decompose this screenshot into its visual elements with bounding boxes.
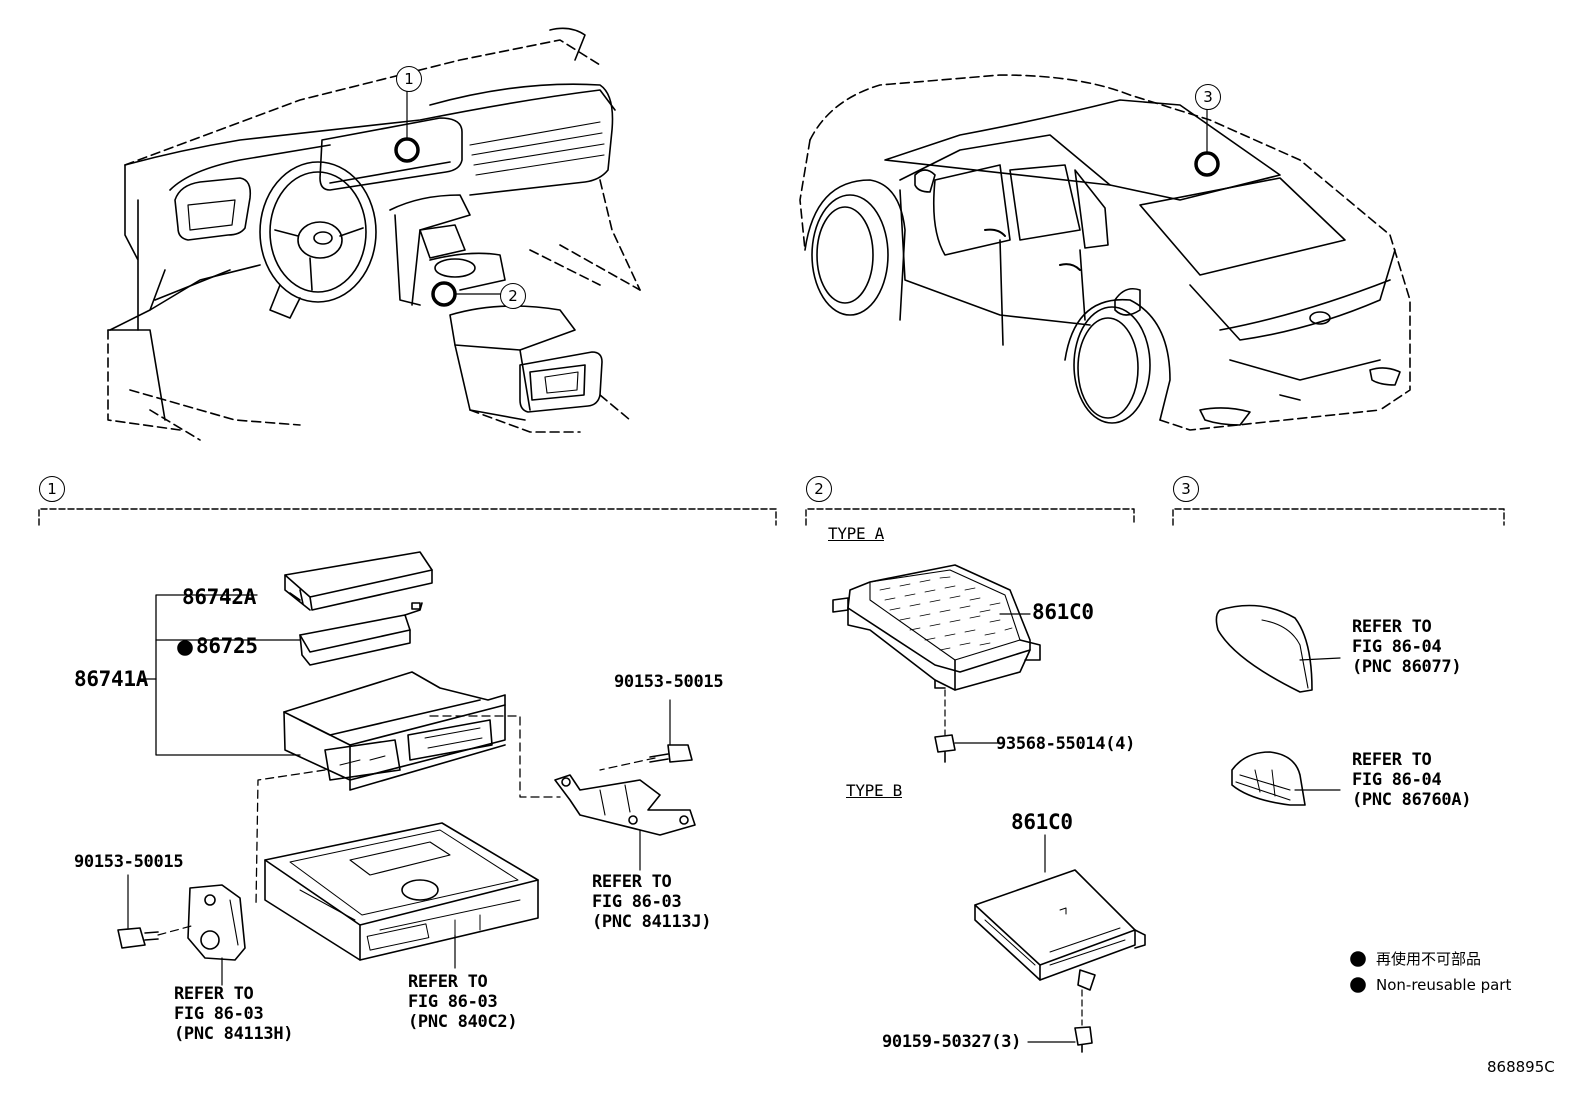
part-86741a-label: 86741A <box>74 667 149 691</box>
legend-en: Non-reusable part <box>1376 976 1512 994</box>
refer-84113j-line1: REFER TO <box>592 872 672 892</box>
type-b-label: TYPE B <box>846 781 902 800</box>
section-brackets <box>38 508 1505 526</box>
part-86725-label: 86725 <box>196 634 258 658</box>
refer-84113j-line3: (PNC 84113J) <box>592 912 712 932</box>
section2-artwork <box>832 564 1146 1053</box>
dashboard-illustration <box>107 27 641 441</box>
part-861c0-a-label: 861C0 <box>1032 600 1094 624</box>
callout-1-top: 1 <box>396 66 422 92</box>
refer-840c2-line3: (PNC 840C2) <box>408 1012 518 1032</box>
car-illustration <box>799 74 1411 431</box>
refer-840c2-line2: FIG 86-03 <box>408 992 498 1012</box>
part-86742a-label: 86742A <box>182 585 257 609</box>
callout-3-top: 3 <box>1195 84 1221 110</box>
refer-86077-line1: REFER TO <box>1352 617 1432 637</box>
figure-code: 868895C <box>1487 1058 1555 1076</box>
refer-84113j-line2: FIG 86-03 <box>592 892 682 912</box>
refer-84113h-line1: REFER TO <box>174 984 254 1004</box>
refer-86760a-line2: FIG 86-04 <box>1352 770 1442 790</box>
callout-2-top: 2 <box>500 283 526 309</box>
legend-dot-en <box>1350 977 1366 993</box>
section-2-callout: 2 <box>806 476 832 502</box>
type-a-label: TYPE A <box>828 524 884 543</box>
section1-artwork <box>117 551 696 986</box>
section-3-callout: 3 <box>1173 476 1199 502</box>
refer-840c2-line1: REFER TO <box>408 972 488 992</box>
part-861c0-b-label: 861C0 <box>1011 810 1073 834</box>
bolt-90153-right-label: 90153-50015 <box>614 672 724 692</box>
bolt-93568-label: 93568-55014(4) <box>996 734 1136 754</box>
bolt-90159-label: 90159-50327(3) <box>882 1032 1022 1052</box>
legend-jp: 再使用不可部品 <box>1376 950 1482 968</box>
refer-86077-line2: FIG 86-04 <box>1352 637 1442 657</box>
bolt-90153-left-label: 90153-50015 <box>74 852 184 872</box>
legend-dot-jp <box>1350 951 1366 967</box>
refer-86077-line3: (PNC 86077) <box>1352 657 1462 677</box>
section-1-callout: 1 <box>39 476 65 502</box>
refer-86760a-line3: (PNC 86760A) <box>1352 790 1472 810</box>
refer-84113h-line2: FIG 86-03 <box>174 1004 264 1024</box>
section3-artwork <box>1215 604 1341 806</box>
refer-84113h-line3: (PNC 84113H) <box>174 1024 294 1044</box>
refer-86760a-line1: REFER TO <box>1352 750 1432 770</box>
